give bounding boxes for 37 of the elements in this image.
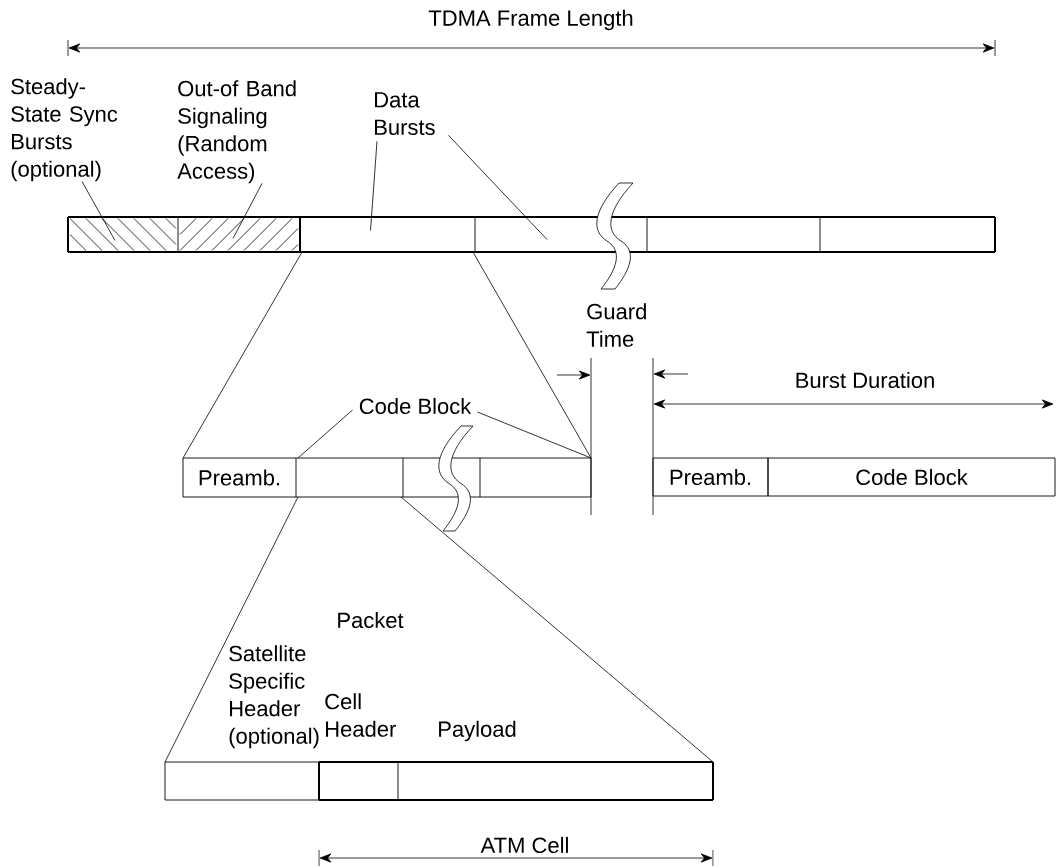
dimension-label: Guard Time [586,303,646,347]
part-label: Cell Header [325,693,396,737]
callout-label: Code Block [359,397,472,415]
leader-line [81,181,116,241]
part-label: Satellite Specific Header (optional) [229,645,319,749]
segment-box [295,457,404,498]
dimension-label: ATM Cell [480,836,568,854]
leader-line [448,134,548,240]
segment-box [164,761,320,801]
segment-box [479,457,592,498]
segment-box [299,216,476,253]
segment-box [318,761,399,801]
callout-label: Out-of Band Signaling (Random Access) [177,80,296,184]
hatched-segment [67,216,179,253]
zoom-line [182,251,303,459]
preamble-box: Preamb. [182,457,297,498]
dimension-label: Burst Duration [796,371,934,389]
leader-line [477,411,592,459]
segment-box [646,216,821,253]
part-label: Payload [439,720,516,742]
zoom-line [400,496,714,763]
segment-box [397,761,714,801]
segment-box [474,216,648,253]
part-label: Packet [338,611,404,629]
preamble-box: Preamb. [652,457,769,497]
hatched-segment [177,216,301,253]
leader-line [232,183,263,239]
segment-box [402,457,481,498]
callout-label: Steady-State Sync Bursts (optional) [11,78,118,182]
leader-line [370,140,378,231]
callout-label: Data Bursts [375,92,435,136]
zoom-line [472,251,592,459]
code-block-box: Code Block [767,457,1056,497]
segment-box [819,216,996,253]
zoom-line [164,496,299,763]
dimension-label: TDMA Frame Length [428,9,633,31]
leader-line [297,409,353,459]
